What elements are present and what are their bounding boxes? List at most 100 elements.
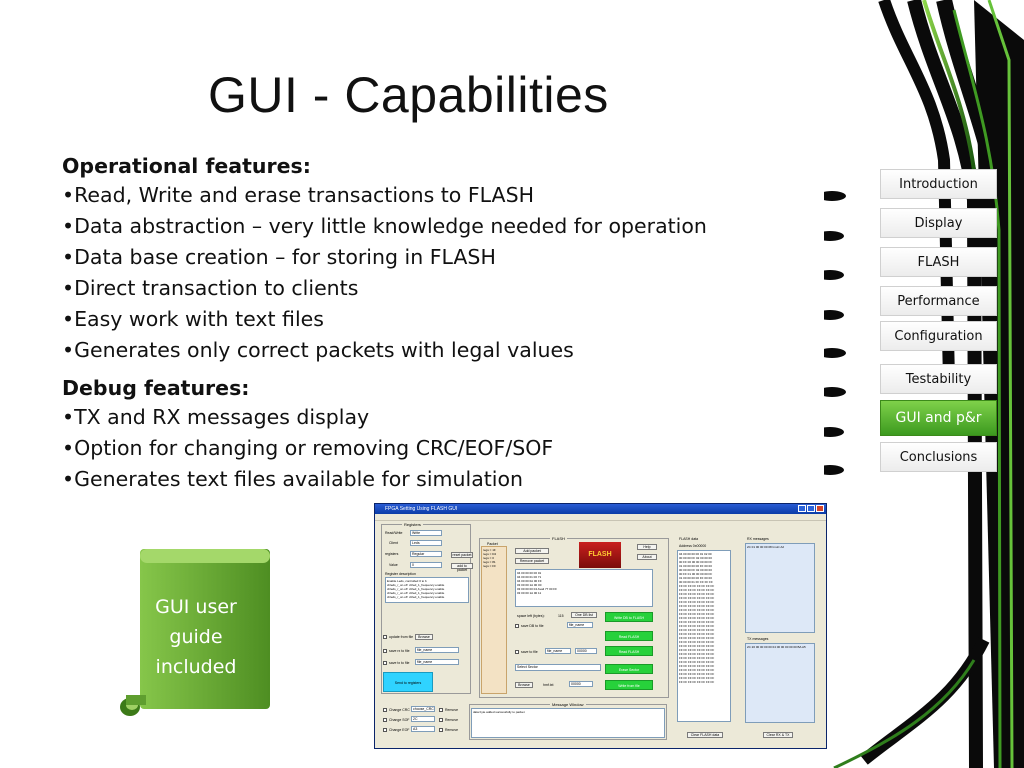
sof-input[interactable]: 2C	[411, 716, 435, 722]
nav-configuration[interactable]: Configuration	[880, 321, 997, 351]
nav-gui-and-pr[interactable]: GUI and p&r	[880, 400, 997, 436]
register-description-label: Register description	[385, 572, 416, 576]
space-left-value: 115	[558, 614, 564, 618]
registers-browse-button[interactable]: Browse	[415, 634, 433, 640]
save-tx-filename[interactable]: file_name	[415, 659, 459, 665]
packet-list: regs = 1F regs = D4 regs = 0 regs = 81 r…	[481, 546, 507, 694]
message-window: Message Window	[469, 702, 667, 740]
flash-browse-button[interactable]: Browse	[515, 682, 533, 688]
save-rx-filename[interactable]: file_name	[415, 647, 459, 653]
nav-introduction[interactable]: Introduction	[880, 169, 997, 199]
change-sof-label: Change SOF	[389, 718, 410, 722]
callout-text: GUI user guide included	[140, 592, 252, 682]
change-sof-checkbox[interactable]	[383, 718, 387, 722]
remove-crc-checkbox[interactable]	[439, 708, 443, 712]
change-crc-checkbox[interactable]	[383, 708, 387, 712]
save-rx-checkbox[interactable]	[383, 649, 387, 653]
write-db-button[interactable]: Write DB to FLASH	[605, 612, 653, 622]
remove-eof-label: Remove	[445, 728, 459, 732]
read-flash-button-2[interactable]: Read FLASH	[605, 646, 653, 656]
nav-conclusions[interactable]: Conclusions	[880, 442, 997, 472]
registers-group-title: Registers	[402, 522, 423, 527]
operational-item: •Data abstraction – very little knowledg…	[62, 214, 707, 238]
remove-sof-checkbox[interactable]	[439, 718, 443, 722]
operational-item: •Read, Write and erase transactions to F…	[62, 183, 535, 207]
operational-item: •Data base creation – for storing in FLA…	[62, 245, 496, 269]
crc-input[interactable]: choose_CRC	[411, 706, 435, 712]
nav-flash[interactable]: FLASH	[880, 247, 997, 277]
save-db-checkbox[interactable]	[515, 624, 519, 628]
read-write-select[interactable]: Write	[410, 530, 442, 536]
client-label: Client	[389, 541, 398, 545]
flash-group: FLASH	[479, 536, 669, 698]
registers-label: registers	[385, 552, 399, 556]
message-window-box: data byte added successfully to packet	[471, 708, 665, 738]
save-tx-checkbox[interactable]	[383, 661, 387, 665]
registers-group: Registers	[381, 522, 471, 694]
read-write-label: Read/Write	[385, 531, 403, 535]
remove-sof-label: Remove	[445, 718, 459, 722]
remove-crc-label: Remove	[445, 708, 459, 712]
scroll-callout-shape	[120, 549, 270, 716]
save-db-filename[interactable]: file_name	[567, 622, 593, 628]
eof-input[interactable]: A3	[411, 726, 435, 732]
write-from-file-button[interactable]: Write from file	[605, 680, 653, 690]
help-button[interactable]: Help	[637, 544, 657, 550]
flash-packet-list[interactable]: 04 00 00 00 00 01 04 00 00 01 00 71 04 0…	[515, 569, 653, 607]
clear-rx-tx-button[interactable]: Clear RX & TX	[763, 732, 793, 738]
app-titlebar: FPGA Setting Using FLASH GUI	[375, 504, 826, 514]
tx-messages-box: 2C 20 00 00 00 00 04 00 00 00 00 00 BA A…	[745, 643, 815, 723]
debug-heading: Debug features:	[62, 376, 250, 400]
nav-display[interactable]: Display	[880, 208, 997, 238]
change-crc-label: Change CRC	[389, 708, 410, 712]
flash-group-title: FLASH	[550, 536, 567, 541]
app-window: FPGA Setting Using FLASH GUI Registers R…	[374, 503, 827, 749]
clear-flash-data-button[interactable]: Clear FLASH data	[687, 732, 723, 738]
save-rx-label: save rx to file	[389, 649, 410, 653]
callout-line: GUI user	[155, 596, 237, 618]
write-from-file-value[interactable]: 00000	[569, 681, 593, 687]
update-from-file-label: update from file	[389, 635, 414, 639]
minimize-icon[interactable]	[798, 505, 806, 512]
one-db-list-button[interactable]: One DB list	[571, 612, 597, 618]
debug-item: •Option for changing or removing CRC/EOF…	[62, 436, 554, 460]
operational-item: •Generates only correct packets with leg…	[62, 338, 574, 362]
value-input[interactable]: 0	[410, 562, 442, 568]
callout-line: included	[155, 656, 237, 678]
erase-sector-button[interactable]: Erase Sector	[605, 664, 653, 674]
change-eof-checkbox[interactable]	[383, 728, 387, 732]
flash-data-title: FLASH data	[679, 537, 699, 541]
close-icon[interactable]	[816, 505, 824, 512]
add-packet-button[interactable]: Add packet	[515, 548, 549, 554]
send-to-registers-button[interactable]: Send to registers	[383, 672, 433, 692]
save-to-file-checkbox[interactable]	[515, 650, 519, 654]
read-flash-button[interactable]: Read FLASH	[605, 631, 653, 641]
change-eof-label: Change EOF	[389, 728, 410, 732]
rx-messages-title: RX messages	[747, 537, 769, 541]
select-sector-dropdown[interactable]: Select Sector	[515, 664, 601, 671]
save-to-file-label: save to file	[521, 650, 538, 654]
slide-body: Operational features: •Read, Write and e…	[62, 152, 782, 495]
remove-packet-button[interactable]: Remove packet	[515, 558, 549, 564]
flash-logo: FLASH	[579, 542, 621, 568]
rx-messages-box: 2C 01 00 00 00 08 ImuC A2	[745, 543, 815, 633]
flash-data-address: Address 0x00000	[679, 544, 707, 548]
operational-heading: Operational features:	[62, 154, 311, 178]
nav-testability[interactable]: Testability	[880, 364, 997, 394]
space-left-label: space left (bytes):	[517, 614, 545, 618]
reset-packet-button[interactable]: reset packet	[451, 552, 473, 558]
save-to-file-value[interactable]: 00000	[575, 648, 597, 654]
maximize-icon[interactable]	[807, 505, 815, 512]
nav-performance[interactable]: Performance	[880, 286, 997, 316]
add-to-packet-button[interactable]: add to packet	[451, 563, 473, 572]
registers-select[interactable]: Regular	[410, 551, 442, 557]
debug-item: •Generates text files available for simu…	[62, 467, 524, 491]
remove-eof-checkbox[interactable]	[439, 728, 443, 732]
packet-label: Packet	[487, 542, 498, 546]
app-title: FPGA Setting Using FLASH GUI	[385, 506, 458, 512]
tx-messages-title: TX messages	[747, 637, 769, 641]
update-from-file-checkbox[interactable]	[383, 635, 387, 639]
client-select[interactable]: Leds	[410, 540, 442, 546]
save-to-file-name[interactable]: file_name	[545, 648, 571, 654]
about-button[interactable]: About	[637, 554, 657, 560]
